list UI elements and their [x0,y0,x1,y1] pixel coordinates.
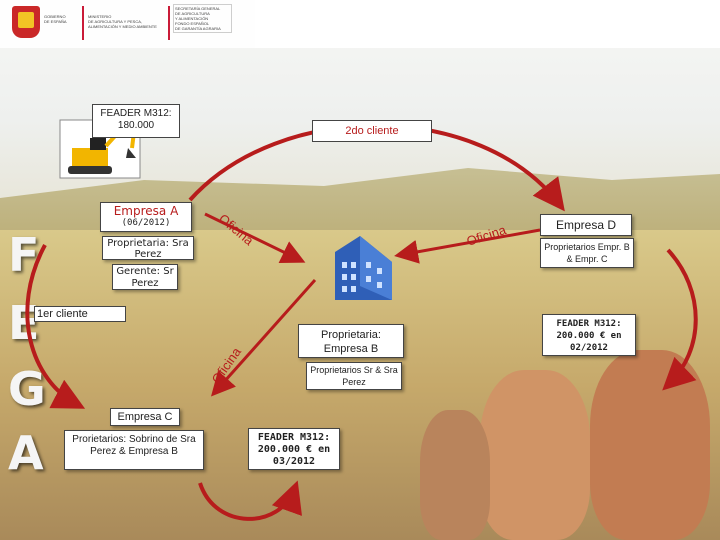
empresa-a-title: Empresa A [113,204,179,218]
feader-top-box: FEADER M312: 180.000 [92,104,180,138]
arrow-right-loop [662,248,698,391]
segundo-cliente-box: 2do cliente [312,120,432,142]
logo-divider-right [168,6,170,40]
spain-crest-icon [12,6,40,38]
feader-bottom-box: FEADER M312: 200.000 € en 03/2012 [248,428,340,470]
arrow-building-down-left [211,279,317,397]
logo-divider [82,6,84,40]
cow-image-1 [480,370,590,540]
office-building-icon [335,236,392,300]
empresa-a-box: Empresa A (06/2012) [100,202,192,232]
arrow-bottom-loop [198,480,302,521]
arrow-a-to-building [204,212,306,263]
empresa-d-title: Empresa D [540,214,632,236]
empresa-c-owners: Prorietarios: Sobrino de Sra Perez & Emp… [64,430,204,470]
empresa-a-manager: Gerente: Sr Perez [112,264,178,290]
header-bar: GOBIERNO DE ESPAÑA MINISTERIO DE AGRICUL… [0,0,720,48]
feader-right-box: FEADER M312: 200.000 € en 02/2012 [542,314,636,356]
gobierno-logo-text: GOBIERNO DE ESPAÑA [44,14,67,24]
arrow-left-arc [25,244,86,409]
fega-logo-text: SECRETARÍA GENERAL DE AGRICULTURA Y ALIM… [173,4,232,33]
cow-image-3 [420,410,490,540]
arrow-d-to-building [394,228,541,264]
empresa-b-owner: Proprietaria: Empresa B [298,324,404,358]
ministry-logo-text: MINISTERIO DE AGRICULTURA Y PESCA, ALIME… [88,14,157,29]
fega-letter-g: G [8,362,46,416]
fega-letter-a: A [8,426,44,480]
empresa-a-owner: Proprietaria: Sra Perez [102,236,194,260]
primer-cliente-box: 1er cliente [34,306,126,322]
fega-letter-e: E [8,296,40,350]
empresa-b-owners2: Proprietarios Sr & Sra Perez [306,362,402,390]
empresa-a-date: (06/2012) [121,218,171,228]
empresa-c-title: Empresa C [110,408,180,426]
empresa-d-owners: Proprietarios Empr. B & Empr. C [540,238,634,268]
